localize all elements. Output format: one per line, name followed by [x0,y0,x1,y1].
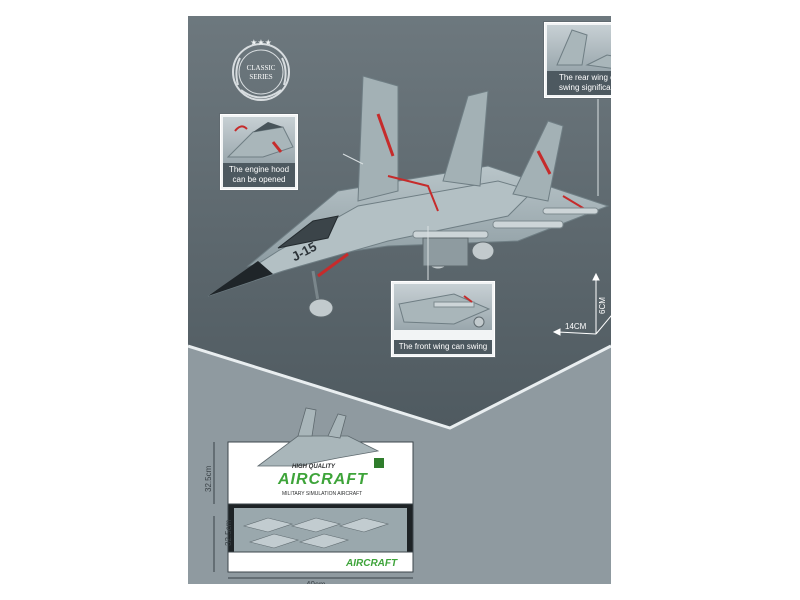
box-subtitle: MILITARY SIMULATION AIRCRAFT [282,491,363,497]
hero-section: J-15 ★★★ CLASSIC SERIES [188,16,611,446]
callout-front-wing: The front wing can swing [391,281,495,357]
callout-rear-wing-text: The rear wing can swing significantly [547,71,611,95]
classic-series-badge: ★★★ CLASSIC SERIES [226,30,296,114]
box-brand: AIRCRAFT [278,471,368,488]
laurel-icon [232,43,290,101]
box-front-brand: AIRCRAFT [346,558,398,569]
dim-width: 19CM [626,311,645,335]
product-poster: J-15 ★★★ CLASSIC SERIES [188,16,611,584]
dim-length: 14CM [565,322,587,331]
box-brand-top: HIGH QUALITY [292,464,335,470]
badge-line2: SERIES [249,73,273,81]
dim-height: 6CM [598,297,607,314]
display-box-illustration [213,407,414,579]
callout-front-wing-text: The front wing can swing [394,340,492,354]
callout-front-wing-image [394,284,492,330]
box-depth-label: 32.5cm [224,519,233,546]
callout-engine-hood: The engine hood can be opened [220,114,298,190]
badge-line1: CLASSIC [246,64,276,72]
callout-rear-wing-image [547,25,611,71]
callout-engine-hood-text: The engine hood can be opened [223,163,295,187]
callout-rear-wing: The rear wing can swing significantly [544,22,611,98]
box-height-label: 32.5cm [204,465,213,492]
badge-stars: ★★★ [250,38,272,47]
dimension-arrows [552,272,611,336]
jet-illustration [207,75,610,318]
divider-chevron [188,344,611,430]
callout-engine-hood-image [223,117,295,163]
box-width-label: 40cm [306,580,326,584]
display-box-section: HIGH QUALITY AIRCRAFT MILITARY SIMULATIO… [188,396,611,584]
